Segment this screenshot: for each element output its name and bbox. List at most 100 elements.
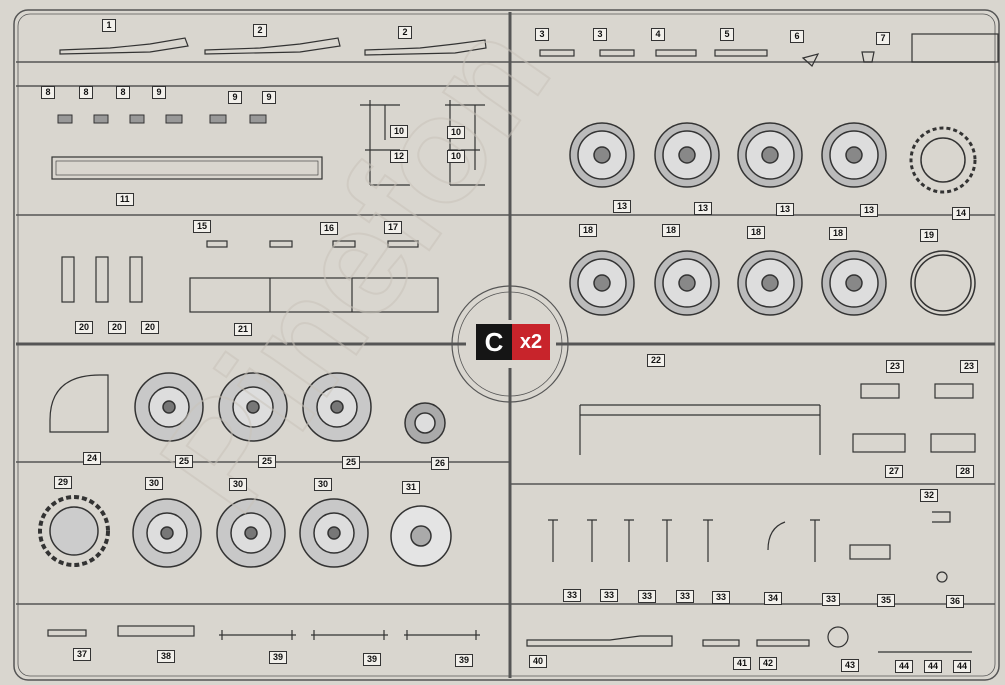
part-label: 13	[694, 202, 713, 215]
part-label: 33	[822, 593, 841, 606]
part-label: 9	[262, 91, 276, 104]
logo-letter: C	[476, 324, 512, 360]
wheels-30	[132, 498, 452, 568]
part-label: 35	[877, 594, 896, 607]
part-label: 3	[535, 28, 549, 41]
logo-multiplier: x2	[512, 324, 550, 360]
part-label: 36	[946, 595, 965, 608]
part-label: 44	[895, 660, 914, 673]
part-label: 18	[829, 227, 848, 240]
part-32	[932, 511, 951, 523]
rifle-part-1	[59, 37, 189, 55]
part-16b	[332, 240, 356, 248]
part-21	[189, 277, 439, 313]
part-33a	[548, 519, 558, 562]
sprue-logo: C x2	[476, 324, 550, 360]
part-label: 31	[402, 481, 421, 494]
part-label: 9	[228, 91, 242, 104]
sprocket-29	[38, 495, 110, 567]
part-label: 38	[157, 650, 176, 663]
part-label: 43	[841, 659, 860, 672]
part-label: 18	[579, 224, 598, 237]
part-38	[117, 625, 195, 637]
part-3b	[599, 49, 635, 57]
part-36	[936, 571, 948, 583]
part-label: 30	[314, 478, 333, 491]
part-9c	[249, 114, 267, 124]
part-5	[714, 49, 768, 57]
part-label: 39	[363, 653, 382, 666]
rifle-part-2	[204, 37, 341, 55]
part-label: 30	[145, 477, 164, 490]
part-label: 33	[563, 589, 582, 602]
part-label: 13	[860, 204, 879, 217]
part-16a	[269, 240, 293, 248]
part-8b	[93, 114, 109, 124]
part-24	[49, 374, 109, 433]
part-label: 19	[920, 229, 939, 242]
part-20c	[129, 256, 143, 303]
idler-wheels-25	[134, 372, 446, 444]
part-label: 5	[720, 28, 734, 41]
part-33e	[703, 519, 713, 562]
part-33f	[810, 519, 820, 562]
part-label: 25	[342, 456, 361, 469]
part-42	[756, 639, 810, 647]
part-label: 39	[269, 651, 288, 664]
part-39a	[219, 630, 296, 640]
part-label: 25	[175, 455, 194, 468]
part-label: 44	[953, 660, 972, 673]
part-10-12-frame	[360, 100, 410, 186]
part-39c	[404, 630, 480, 640]
part-label: 13	[776, 203, 795, 216]
part-label: 24	[83, 452, 102, 465]
part-label: 28	[956, 465, 975, 478]
part-label: 37	[73, 648, 92, 661]
part-28	[930, 433, 976, 453]
part-label: 3	[593, 28, 607, 41]
part-label: 12	[390, 150, 409, 163]
sprocket-14	[909, 126, 977, 194]
part-label: 10	[390, 125, 409, 138]
part-label: 44	[924, 660, 943, 673]
part-10-frame	[445, 100, 485, 186]
ring-19	[910, 250, 976, 316]
part-23a	[860, 383, 900, 399]
part-43	[827, 626, 849, 648]
sprue-runner-row1	[16, 61, 995, 87]
part-17	[387, 240, 419, 248]
part-label: 18	[747, 226, 766, 239]
part-33c	[624, 519, 634, 562]
part-6	[801, 53, 820, 67]
part-label: 26	[431, 457, 450, 470]
part-label: 42	[759, 657, 778, 670]
part-39b	[311, 630, 388, 640]
part-label: 33	[638, 590, 657, 603]
part-label: 32	[920, 489, 939, 502]
part-15	[206, 240, 228, 248]
part-33d	[662, 519, 672, 562]
part-label: 2	[398, 26, 412, 39]
part-4	[655, 49, 697, 57]
part-41	[702, 639, 740, 647]
part-22	[579, 404, 821, 455]
part-27	[852, 433, 906, 453]
part-label: 8	[41, 86, 55, 99]
part-7	[861, 51, 875, 63]
part-label: 23	[960, 360, 979, 373]
part-label: 9	[152, 86, 166, 99]
part-20a	[61, 256, 75, 303]
part-label: 33	[676, 590, 695, 603]
part-label: 29	[54, 476, 73, 489]
rifle-part-3	[364, 39, 487, 56]
part-label: 14	[952, 207, 971, 220]
part-8c	[129, 114, 145, 124]
part-label: 39	[455, 654, 474, 667]
road-wheels-18	[569, 250, 887, 316]
part-label: 8	[116, 86, 130, 99]
part-8a	[57, 114, 73, 124]
part-9a	[165, 114, 183, 124]
part-label: 10	[447, 126, 466, 139]
part-11-bar	[51, 156, 323, 180]
part-label: 10	[447, 150, 466, 163]
